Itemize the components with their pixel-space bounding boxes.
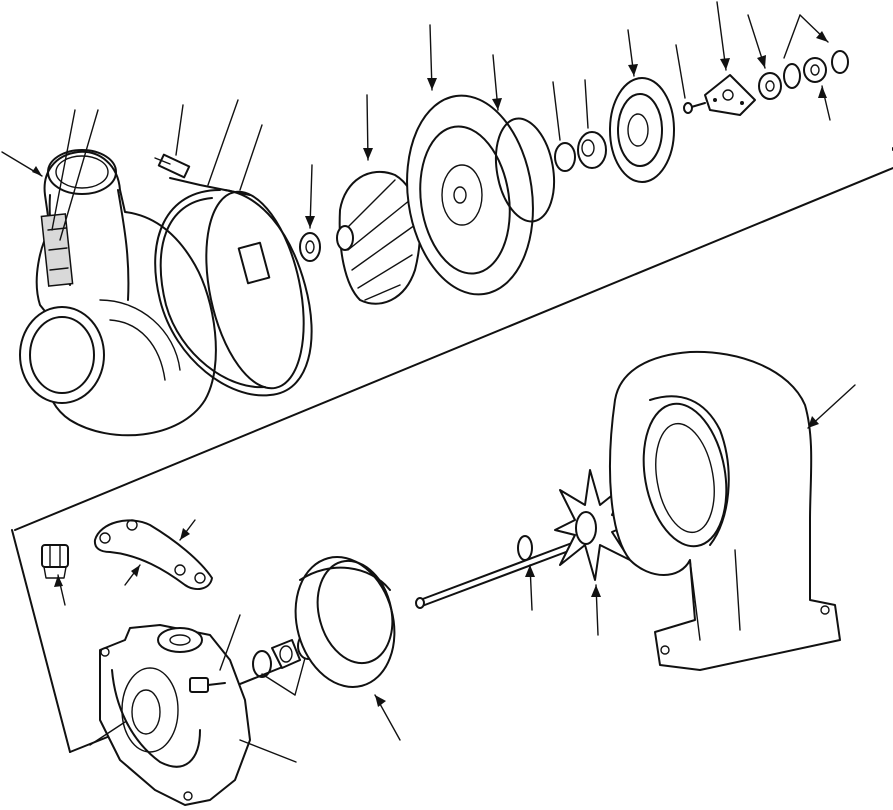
oil-ring [554, 142, 576, 172]
compressor-nut [299, 232, 321, 262]
thrust-ring [758, 72, 782, 100]
center-housing [99, 624, 251, 806]
o-ring [205, 190, 305, 390]
thrust-bearing [704, 74, 756, 116]
bearing [803, 50, 849, 83]
thrust-collar [577, 131, 607, 169]
backplate [406, 94, 534, 296]
retaining-ring [783, 63, 801, 89]
heat-shield [294, 556, 396, 688]
v-band-clamp [154, 153, 313, 397]
upper-leader-arrows [1, 1, 831, 241]
screw [683, 102, 706, 114]
clamp-plate [93, 519, 213, 591]
bearing-lower [271, 639, 301, 669]
capscrew [41, 544, 69, 579]
turbine-shaft [415, 539, 583, 609]
compressor-housing [19, 149, 217, 437]
compressor-wheel [336, 170, 421, 305]
retaining-ring-lower [252, 650, 272, 678]
lower-leader-arrows [54, 384, 856, 763]
capscrew-small [189, 677, 226, 693]
piston-ring [517, 535, 533, 561]
turbine-housing [609, 350, 841, 671]
seal-ring [494, 117, 556, 223]
oil-deflector [609, 77, 675, 183]
upper-panel-border [14, 147, 893, 531]
